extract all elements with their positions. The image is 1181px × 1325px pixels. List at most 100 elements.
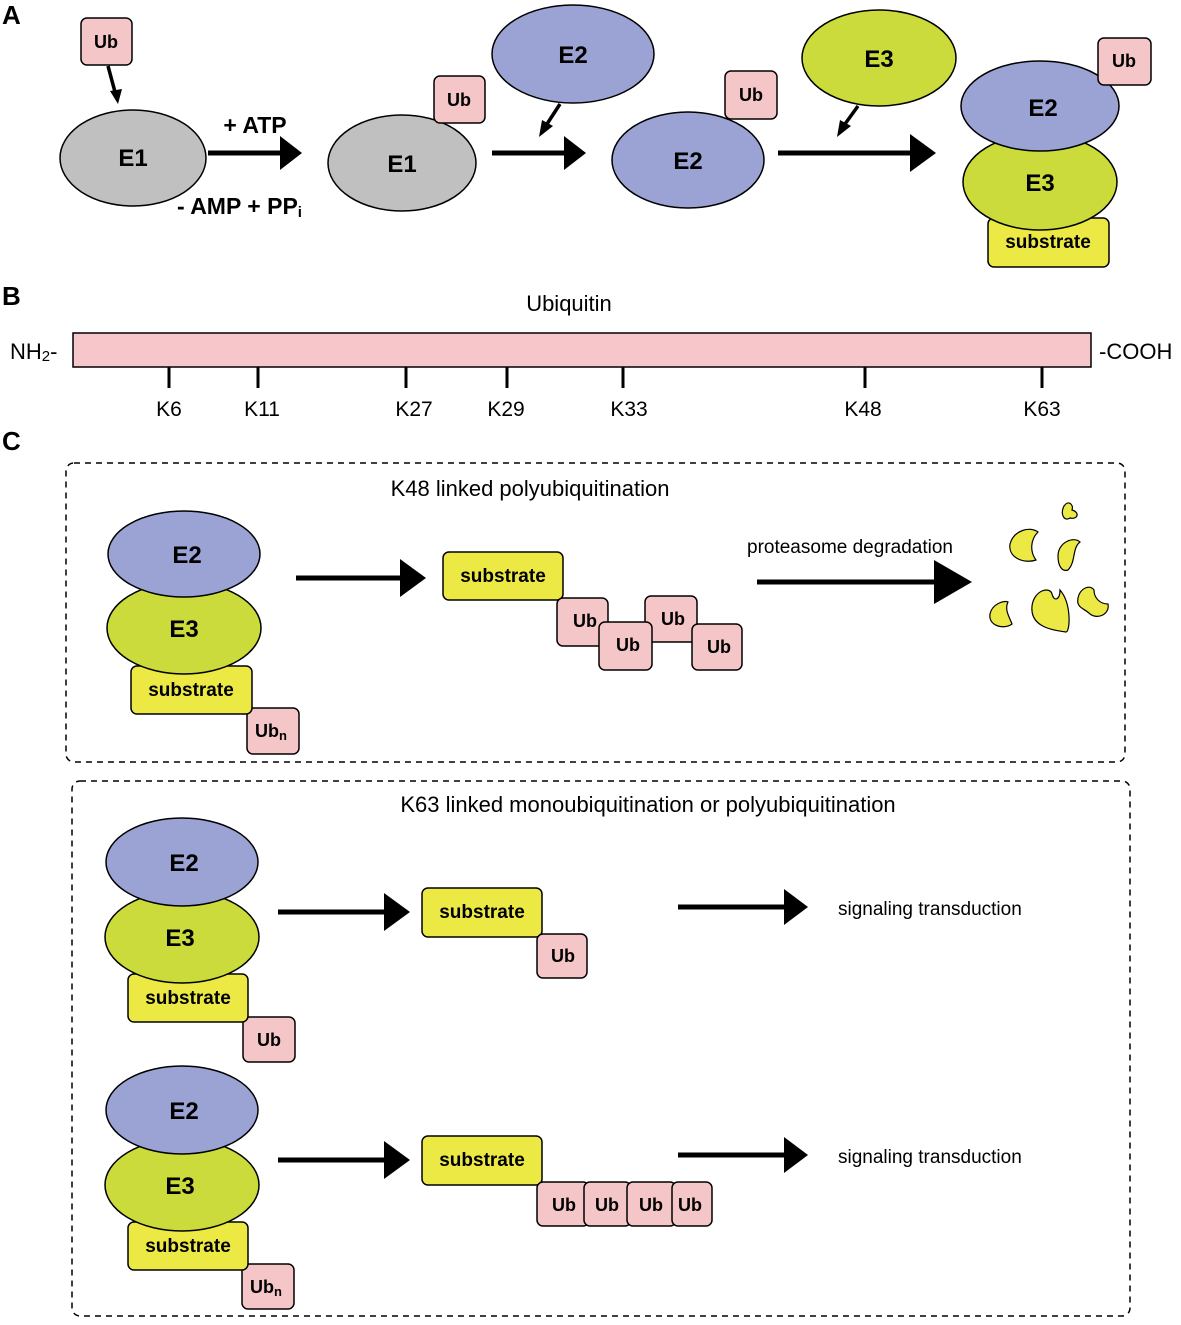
e1-label: E1 — [118, 145, 147, 172]
complex-e2-label: E2 — [1028, 95, 1057, 122]
k48-ubn-label: Ubn — [255, 721, 287, 743]
panel-label-a: A — [2, 0, 21, 30]
k63-row2-arrow-1-head — [384, 1141, 410, 1179]
k63-row1-product-ub-box — [536, 933, 588, 979]
k63-row2-arrow-2-head — [784, 1137, 808, 1173]
fragment — [1009, 528, 1039, 562]
e1-ub-enzyme — [327, 114, 477, 212]
e2-attached-ub-label: Ub — [739, 85, 763, 105]
ubiquitin-sequence-bar — [72, 332, 1092, 368]
e3-down-arrow-head — [837, 120, 851, 137]
k63-row1-ub-box — [242, 1016, 296, 1063]
free-e2-enzyme — [491, 4, 655, 104]
k63-row1-arrow-1-head — [384, 893, 410, 931]
lysine-label: K27 — [395, 398, 432, 421]
minus-amp-label: - AMP + PPi — [177, 193, 302, 221]
k48-substrate-label: substrate — [148, 680, 234, 701]
k63-row2-product-substrate-box — [421, 1135, 543, 1186]
k63-row1-product-substrate-label: substrate — [439, 902, 525, 923]
e2-ub-enzyme — [611, 111, 765, 209]
e1-attached-ub-box — [433, 75, 486, 124]
k63-row2-outcome-label: signaling transduction — [838, 1147, 1022, 1168]
k63-row2-product-substrate-label: substrate — [439, 1150, 525, 1171]
n-terminus-label: NH2- — [10, 339, 57, 365]
plus-atp-label: + ATP — [223, 112, 286, 138]
complex-e2-enzyme — [960, 60, 1120, 152]
k63-row1-e3-label: E3 — [165, 925, 194, 952]
fragment — [1057, 539, 1081, 571]
e1-to-e2-arrow-head — [564, 136, 586, 170]
k48-chain-ub — [691, 623, 743, 671]
fragment — [989, 600, 1013, 628]
k48-chain-ub-label: Ub — [707, 637, 731, 657]
ubiquitin-box — [80, 17, 133, 66]
k63-row1-product-ub-label: Ub — [551, 946, 575, 966]
k48-arrow-2-head — [934, 560, 972, 604]
k63-box — [71, 780, 1131, 1317]
k48-product-substrate-box — [442, 551, 564, 601]
e1-ub-label: E1 — [387, 151, 416, 178]
complex-e3-label: E3 — [1025, 170, 1054, 197]
free-e2-label: E2 — [558, 42, 587, 69]
k63-row1-e2-enzyme — [105, 817, 259, 907]
k63-row2-substrate-label: substrate — [145, 1236, 231, 1257]
k63-row2-ubn-box — [241, 1263, 295, 1310]
fragment — [1061, 502, 1078, 520]
k63-chain-ub-label: Ub — [595, 1195, 619, 1215]
k48-chain-ub-label: Ub — [616, 635, 640, 655]
proteasome-degradation-label: proteasome degradation — [747, 537, 953, 558]
k63-chain-ub-label: Ub — [678, 1195, 702, 1215]
k63-chain-ub-label: Ub — [639, 1195, 663, 1215]
k63-title: K63 linked monoubiquitination or polyubi… — [400, 792, 895, 817]
k48-chain-ub-label: Ub — [573, 611, 597, 631]
k63-row2-ubn-label: Ubn — [250, 1277, 282, 1299]
panel-label-b: B — [2, 281, 21, 311]
k48-chain-ub — [644, 595, 698, 643]
panel-label-c: C — [2, 426, 21, 456]
ubiquitin-label: Ub — [94, 32, 118, 52]
k63-row1-product-substrate-box — [421, 887, 543, 938]
ub-to-e1-arrow-head — [110, 89, 122, 104]
k48-arrow-1-head — [400, 559, 426, 597]
k48-e3-label: E3 — [169, 616, 198, 643]
ub-to-e1-arrow-shaft — [106, 65, 117, 93]
fragment — [1031, 588, 1070, 633]
lysine-label: K63 — [1023, 398, 1060, 421]
complex-substrate-label: substrate — [1005, 232, 1091, 253]
e3-down-arrow-shaft — [843, 104, 860, 126]
complex-ub-box — [1097, 37, 1152, 86]
k63-row1-arrow-2-head — [784, 889, 808, 925]
e2-down-arrow-head — [539, 120, 553, 137]
e1-enzyme — [59, 109, 207, 207]
k48-ubn-box — [246, 707, 300, 755]
k63-row1-substrate-label: substrate — [145, 988, 231, 1009]
k48-box — [65, 462, 1126, 763]
lysine-label: K11 — [244, 398, 280, 421]
k63-row2-e2-label: E2 — [169, 1098, 198, 1125]
atp-arrow-head — [280, 136, 302, 170]
free-e3-label: E3 — [864, 46, 893, 73]
k48-e2-enzyme — [107, 510, 261, 598]
ubiquitin-title: Ubiquitin — [526, 291, 612, 316]
lysine-label: K33 — [610, 398, 647, 421]
lysine-label: K29 — [487, 398, 524, 421]
fragment — [1077, 586, 1109, 617]
free-e3-enzyme — [801, 9, 957, 107]
e2-down-arrow-shaft — [545, 103, 562, 125]
k63-row2-e3-label: E3 — [165, 1173, 194, 1200]
k63-row1-ub-label: Ub — [257, 1030, 281, 1050]
k63-row1-outcome-label: signaling transduction — [838, 899, 1022, 920]
c-terminus-label: -COOH — [1099, 339, 1172, 364]
e2-to-e3-arrow-head — [910, 134, 936, 172]
k63-chain-ub-label: Ub — [552, 1195, 576, 1215]
k63-chain-ub — [671, 1181, 713, 1227]
k63-row1-e2-label: E2 — [169, 850, 198, 877]
k63-row2-e2-enzyme — [105, 1065, 259, 1155]
k48-e2-label: E2 — [172, 542, 201, 569]
complex-ub-label: Ub — [1112, 51, 1136, 71]
lysine-label: K6 — [156, 398, 182, 421]
e2-ub-label: E2 — [673, 148, 702, 175]
k48-chain-ub — [598, 621, 653, 671]
